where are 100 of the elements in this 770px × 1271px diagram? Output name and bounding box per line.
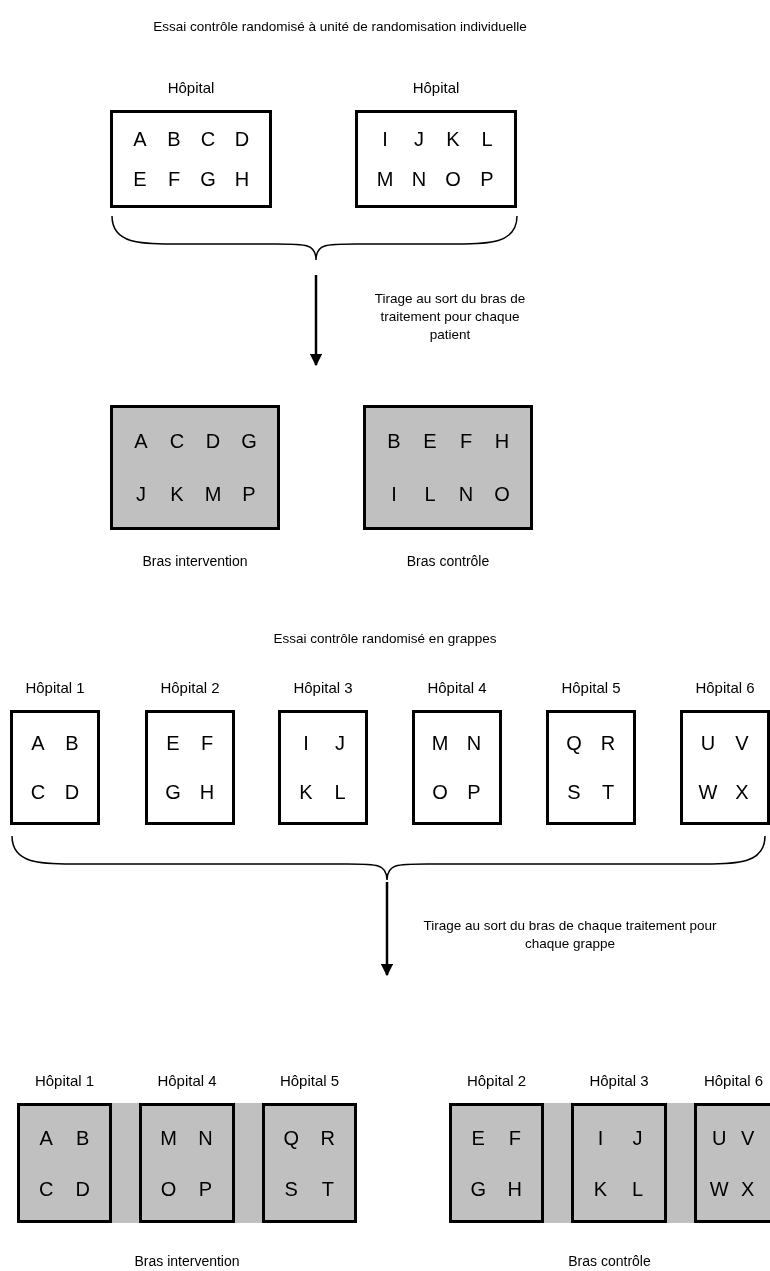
hospital-label: Hôpital 1	[25, 679, 85, 696]
patient-letter: P	[198, 1178, 213, 1199]
patient-letter: H	[507, 1178, 522, 1199]
hospital-label: Hôpital 5	[561, 679, 621, 696]
patient-letter: E	[133, 169, 147, 189]
patient-letter: D	[205, 430, 221, 451]
arrow-label: Tirage au sort du bras de chaque traitement pour chaque grappe	[422, 917, 718, 954]
patient-letter: P	[467, 781, 481, 802]
arm-label: Bras intervention	[134, 1253, 240, 1269]
patient-letter: I	[382, 129, 388, 149]
patient-letter: P	[242, 484, 256, 505]
patient-letter: Q	[283, 1127, 300, 1148]
hospital-label: Hôpital 1	[34, 1072, 95, 1089]
patient-letter: X	[735, 781, 749, 802]
patient-letter: L	[481, 129, 493, 149]
patient-letter: G	[200, 169, 216, 189]
patient-letter: F	[200, 733, 214, 754]
arm-label: Bras contrôle	[568, 1253, 651, 1269]
patient-letter: U	[700, 733, 716, 754]
patient-letter: V	[741, 1127, 755, 1148]
patient-letter: O	[432, 781, 448, 802]
patient-letter: E	[423, 430, 437, 451]
patient-letter: M	[376, 169, 394, 189]
patient-letter: F	[508, 1127, 521, 1148]
patient-letter: A	[133, 129, 147, 149]
patient-letter: T	[321, 1178, 334, 1199]
patient-letter: M	[160, 1127, 177, 1148]
patient-letter: C	[169, 430, 185, 451]
patient-letter: A	[31, 733, 45, 754]
patient-letter: N	[458, 484, 474, 505]
patient-letter: G	[470, 1178, 487, 1199]
patient-letter: H	[234, 169, 250, 189]
patient-letter: W	[709, 1178, 729, 1199]
patient-letter: G	[165, 781, 181, 802]
patient-letter: T	[601, 781, 615, 802]
patient-letter: N	[198, 1127, 213, 1148]
hospital-label: Hôpital 6	[695, 679, 755, 696]
patient-letter: F	[459, 430, 473, 451]
patient-letter: E	[166, 733, 180, 754]
hospital-label: Hôpital 2	[160, 679, 220, 696]
patient-letter: U	[712, 1127, 727, 1148]
patient-letter: I	[303, 733, 309, 754]
hospital-label: Hôpital 5	[279, 1072, 340, 1089]
section-heading: Essai contrôle randomisé à unité de randomisation individuelle	[152, 18, 528, 36]
patient-letter: W	[698, 781, 718, 802]
patient-letter: J	[335, 733, 345, 754]
patient-letter: N	[466, 733, 482, 754]
patient-letter: C	[30, 781, 46, 802]
hospital-label: Hôpital 2	[466, 1072, 527, 1089]
patient-letter: C	[39, 1178, 54, 1199]
patient-letter: L	[334, 781, 346, 802]
patient-letter: D	[64, 781, 80, 802]
patient-letter: K	[299, 781, 313, 802]
hospital-label: Hôpital 6	[703, 1072, 764, 1089]
patient-letter: C	[200, 129, 216, 149]
hospital-label: Hôpital 4	[427, 679, 487, 696]
arrow-label: Tirage au sort du bras de traitement pour chaque patient	[373, 290, 527, 345]
patient-letter: K	[446, 129, 460, 149]
patient-letter: I	[391, 484, 397, 505]
patient-letter: G	[241, 430, 257, 451]
patient-letter: K	[593, 1178, 608, 1199]
patient-letter: L	[424, 484, 436, 505]
patient-letter: M	[431, 733, 449, 754]
hospital-label: Hôpital 4	[157, 1072, 217, 1089]
hospital-label: Hôpital	[167, 79, 215, 96]
patient-letter: H	[199, 781, 215, 802]
patient-letter: I	[597, 1127, 604, 1148]
patient-letter: X	[741, 1178, 755, 1199]
patient-letter: A	[134, 430, 148, 451]
patient-letter: M	[204, 484, 222, 505]
patient-letter: Q	[566, 733, 582, 754]
patient-letter: O	[160, 1178, 177, 1199]
patient-letter: B	[167, 129, 181, 149]
patient-letter: O	[494, 484, 510, 505]
patient-letter: R	[600, 733, 616, 754]
patient-letter: P	[480, 169, 494, 189]
patient-letter: V	[735, 733, 749, 754]
patient-letter: A	[39, 1127, 53, 1148]
patient-letter: J	[136, 484, 146, 505]
patient-letter: B	[76, 1127, 90, 1148]
patient-letter: S	[567, 781, 581, 802]
patient-letter: D	[75, 1178, 90, 1199]
hospital-label: Hôpital	[412, 79, 460, 96]
patient-letter: D	[234, 129, 250, 149]
arm-label: Bras intervention	[142, 553, 248, 569]
hospital-label: Hôpital 3	[293, 679, 353, 696]
patient-letter: R	[320, 1127, 335, 1148]
patient-letter: S	[284, 1178, 298, 1199]
patient-letter: J	[414, 129, 424, 149]
hospital-label: Hôpital 3	[589, 1072, 649, 1089]
patient-letter: O	[445, 169, 461, 189]
patient-letter: E	[471, 1127, 485, 1148]
patient-letter: L	[631, 1178, 644, 1199]
patient-letter: K	[170, 484, 184, 505]
patient-letter: B	[387, 430, 401, 451]
arm-label: Bras contrôle	[406, 553, 490, 569]
patient-letter: N	[411, 169, 427, 189]
patient-letter: B	[65, 733, 79, 754]
section-heading: Essai contrôle randomisé en grappes	[272, 630, 498, 648]
patient-letter: F	[167, 169, 181, 189]
